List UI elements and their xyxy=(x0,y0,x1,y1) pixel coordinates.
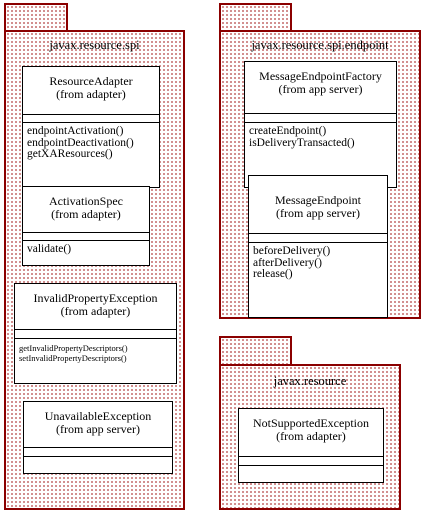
class-origin: (from adapter) xyxy=(56,87,126,101)
attributes-compartment xyxy=(249,234,387,243)
class-activation-spec: ActivationSpec (from adapter) validate() xyxy=(22,186,150,266)
operation: setInvalidPropertyDescriptors() xyxy=(19,352,127,363)
package-title: javax.resource.spi xyxy=(49,38,140,52)
package-tab-resource xyxy=(219,336,292,366)
operation: endpointDeactivation() xyxy=(27,136,134,149)
class-resource-adapter: ResourceAdapter (from adapter) endpointA… xyxy=(22,66,160,188)
class-origin: (from app server) xyxy=(276,206,360,220)
class-name-box: ResourceAdapter (from adapter) xyxy=(23,67,159,115)
operation: afterDelivery() xyxy=(253,256,322,269)
attributes-compartment xyxy=(245,114,396,123)
operation: isDeliveryTransacted() xyxy=(249,136,355,149)
class-unavailable-exception: UnavailableException (from app server) xyxy=(23,401,173,474)
package-tab-spi xyxy=(4,3,68,32)
operation: endpointActivation() xyxy=(27,125,124,137)
class-name-box: MessageEndpoint (from app server) xyxy=(249,176,387,234)
operation: beforeDelivery() xyxy=(253,245,331,257)
class-name: InvalidPropertyException xyxy=(33,291,158,305)
package-javax-resource-spi-endpoint: javax.resource.spi.endpoint MessageEndpo… xyxy=(219,30,421,319)
package-title: javax.resource.spi.endpoint xyxy=(251,38,389,52)
class-origin: (from adapter) xyxy=(51,207,121,221)
operations-compartment: validate() xyxy=(23,241,149,256)
operation: release() xyxy=(253,268,293,280)
attributes-compartment xyxy=(23,115,159,123)
class-name-box: InvalidPropertyException (from adapter) xyxy=(15,284,176,330)
operations-compartment: beforeDelivery() afterDelivery() release… xyxy=(249,243,387,281)
class-name: ResourceAdapter xyxy=(49,74,133,88)
class-name: MessageEndpoint xyxy=(275,193,361,207)
class-name-box: ActivationSpec (from adapter) xyxy=(23,187,149,233)
attributes-compartment xyxy=(239,457,383,466)
attributes-compartment xyxy=(15,330,176,339)
class-name: MessageEndpointFactory xyxy=(259,69,382,83)
operation: getXAResources() xyxy=(27,148,113,160)
class-origin: (from adapter) xyxy=(60,304,131,318)
operations-compartment xyxy=(239,466,383,469)
operation: createEndpoint() xyxy=(249,125,327,137)
class-name: NotSupportedException xyxy=(253,416,369,430)
package-javax-resource-spi: javax.resource.spi ResourceAdapter (from… xyxy=(4,30,185,510)
class-name-box: UnavailableException (from app server) xyxy=(24,402,172,448)
operations-compartment: createEndpoint() isDeliveryTransacted() xyxy=(245,123,396,149)
attributes-compartment xyxy=(24,448,172,457)
operations-compartment: getInvalidPropertyDescriptors() setInval… xyxy=(15,339,176,363)
class-message-endpoint: MessageEndpoint (from app server) before… xyxy=(248,175,388,318)
attributes-compartment xyxy=(23,233,149,241)
class-name-box: NotSupportedException (from adapter) xyxy=(239,409,383,457)
operations-compartment xyxy=(24,457,172,460)
class-origin: (from app server) xyxy=(56,422,140,436)
package-title: javax.resource xyxy=(273,374,347,388)
class-name: ActivationSpec xyxy=(49,194,123,208)
class-origin: (from adapter) xyxy=(276,429,346,443)
class-message-endpoint-factory: MessageEndpointFactory (from app server)… xyxy=(244,61,397,188)
class-not-supported-exception: NotSupportedException (from adapter) xyxy=(238,408,384,483)
operation: validate() xyxy=(27,243,72,255)
class-origin: (from app server) xyxy=(278,82,363,96)
operations-compartment: endpointActivation() endpointDeactivatio… xyxy=(23,123,159,161)
package-tab-endpoint xyxy=(219,3,292,32)
class-name-box: MessageEndpointFactory (from app server) xyxy=(245,62,396,114)
operation: getInvalidPropertyDescriptors() xyxy=(19,343,128,353)
class-name: UnavailableException xyxy=(44,409,152,423)
package-javax-resource: javax.resource NotSupportedException (fr… xyxy=(219,364,401,510)
class-invalid-property-exception: InvalidPropertyException (from adapter) … xyxy=(14,283,177,384)
